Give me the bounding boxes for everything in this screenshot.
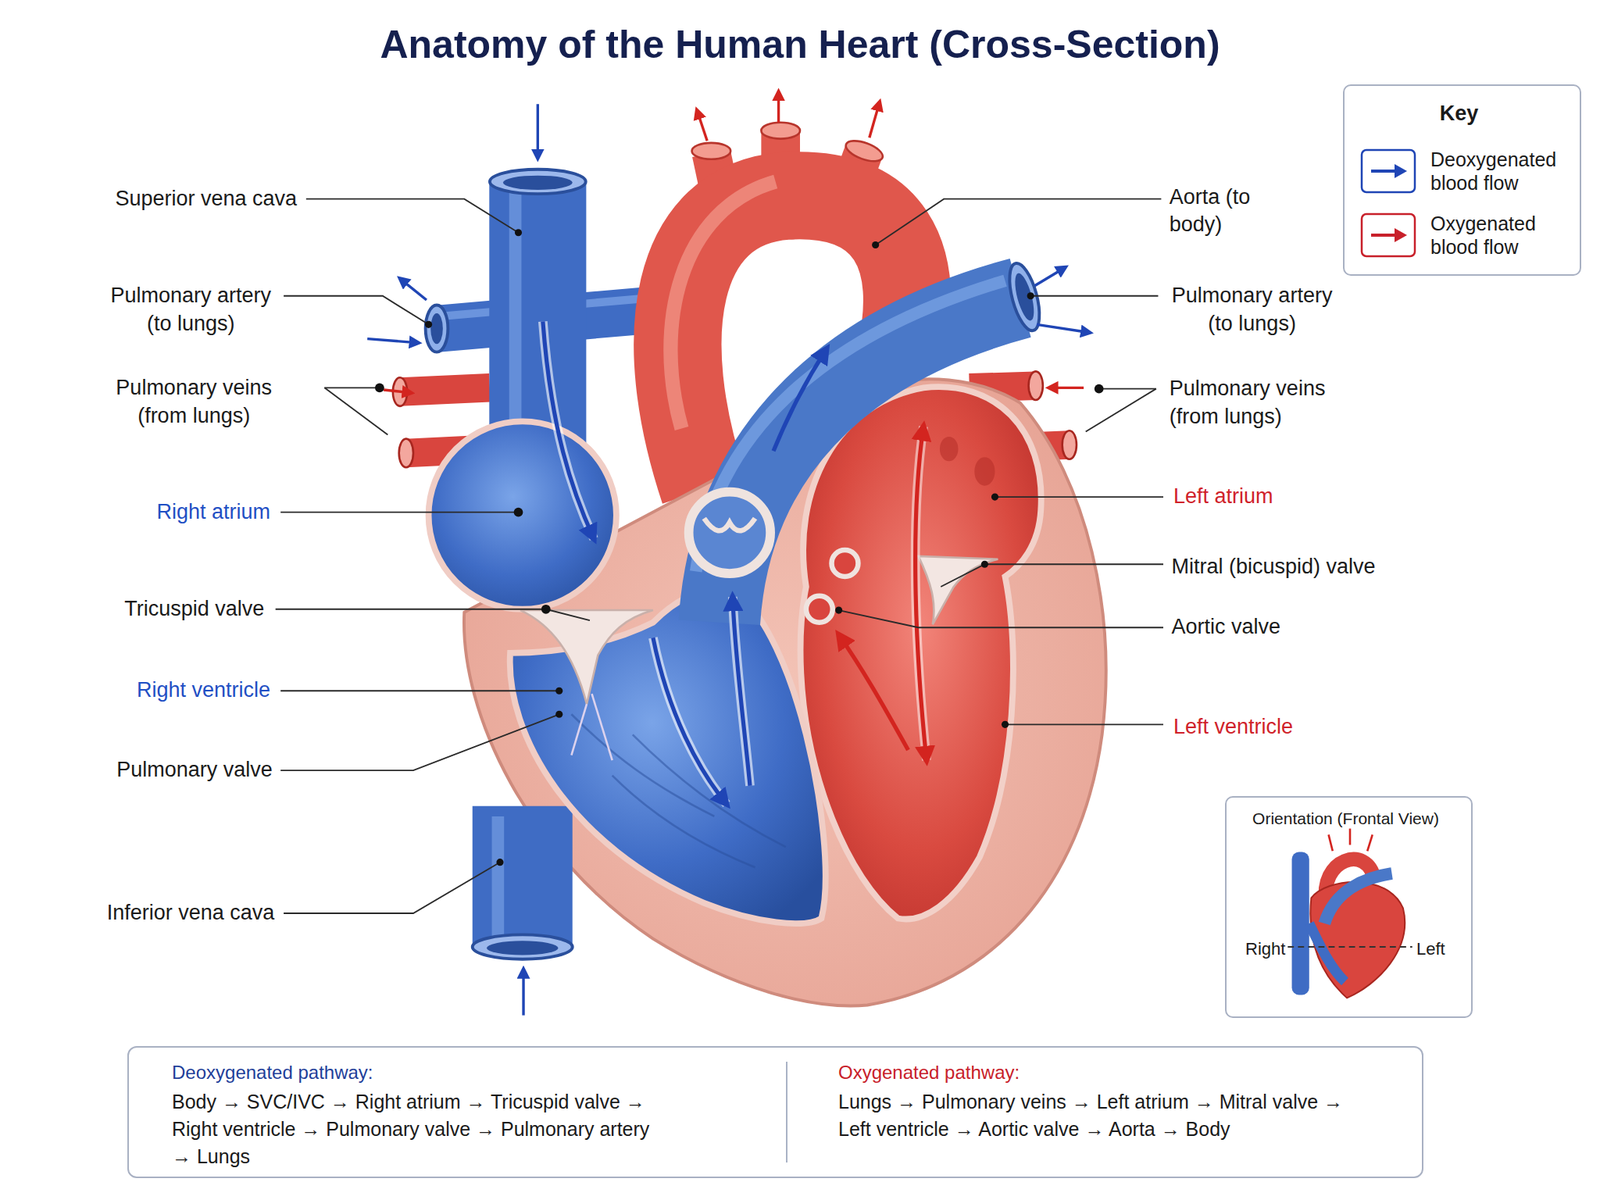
part-label: Left atrium bbox=[1173, 482, 1274, 511]
legend-text: Oxygenated blood flow bbox=[1430, 211, 1568, 259]
right-ventricle bbox=[510, 589, 826, 924]
part-label: Left ventricle bbox=[1173, 713, 1293, 742]
legend-arrow-sample bbox=[1360, 148, 1417, 194]
leader-dots bbox=[375, 228, 1104, 866]
column-divider bbox=[785, 1061, 788, 1163]
pulmonary-vein-openings bbox=[939, 436, 996, 486]
part-label: Right atrium bbox=[157, 498, 272, 527]
pathway-text: Lungs → Pulmonary veins → Left atrium → … bbox=[838, 1088, 1364, 1143]
part-label: Tricuspid valve bbox=[124, 595, 265, 624]
left-chambers bbox=[800, 386, 1041, 919]
part-label: Inferior vena cava bbox=[107, 899, 275, 928]
inferior-vena-cava bbox=[472, 806, 573, 960]
part-label: Aortic valve bbox=[1171, 613, 1281, 642]
part-label: Pulmonary valve bbox=[116, 756, 273, 785]
legend-arrow-sample bbox=[1360, 212, 1417, 258]
legend-box: KeyDeoxygenated blood flowOxygenated blo… bbox=[1342, 84, 1582, 276]
mini-heart bbox=[1287, 828, 1412, 999]
side-label: Right bbox=[1245, 938, 1286, 961]
pathway-text: Body → SVC/IVC → Right atrium → Tricuspi… bbox=[171, 1088, 672, 1171]
leader-lines bbox=[275, 199, 1164, 914]
part-label: Mitral (bicuspid) valve bbox=[1171, 553, 1375, 582]
flow-arrows bbox=[542, 321, 927, 804]
tricuspid-valve bbox=[520, 610, 654, 761]
part-label: Pulmonary veins (from lungs) bbox=[110, 374, 279, 430]
legend-row: Deoxygenated blood flow bbox=[1344, 147, 1580, 195]
legend-row: Oxygenated blood flow bbox=[1344, 211, 1580, 259]
part-label: Right ventricle bbox=[136, 676, 271, 705]
pathway-heading: Deoxygenated pathway: bbox=[171, 1060, 374, 1086]
side-label: Left bbox=[1416, 938, 1446, 961]
inset-title: Orientation (Frontal View) bbox=[1226, 808, 1465, 829]
part-label: Pulmonary artery (to lungs) bbox=[1167, 282, 1336, 338]
trabeculae bbox=[571, 714, 786, 868]
pathway-heading: Oxygenated pathway: bbox=[838, 1060, 1020, 1086]
pulmonary-valve bbox=[689, 492, 771, 574]
diagram-title: Anatomy of the Human Heart (Cross-Sectio… bbox=[0, 20, 1600, 69]
legend-text: Deoxygenated blood flow bbox=[1430, 147, 1568, 195]
pathway-box: Deoxygenated pathway:Body → SVC/IVC → Ri… bbox=[127, 1046, 1424, 1179]
part-label: Aorta (to body) bbox=[1169, 183, 1275, 240]
mitral-valve bbox=[918, 556, 999, 625]
orientation-inset: Orientation (Frontal View) Right Left bbox=[1225, 796, 1473, 1018]
part-label: Pulmonary artery (to lungs) bbox=[107, 282, 275, 338]
legend-title: Key bbox=[1344, 100, 1574, 127]
part-label: Superior vena cava bbox=[114, 185, 297, 214]
part-label: Pulmonary veins (from lungs) bbox=[1169, 375, 1338, 431]
aortic-valve bbox=[806, 550, 859, 623]
superior-vena-cava bbox=[489, 169, 586, 450]
